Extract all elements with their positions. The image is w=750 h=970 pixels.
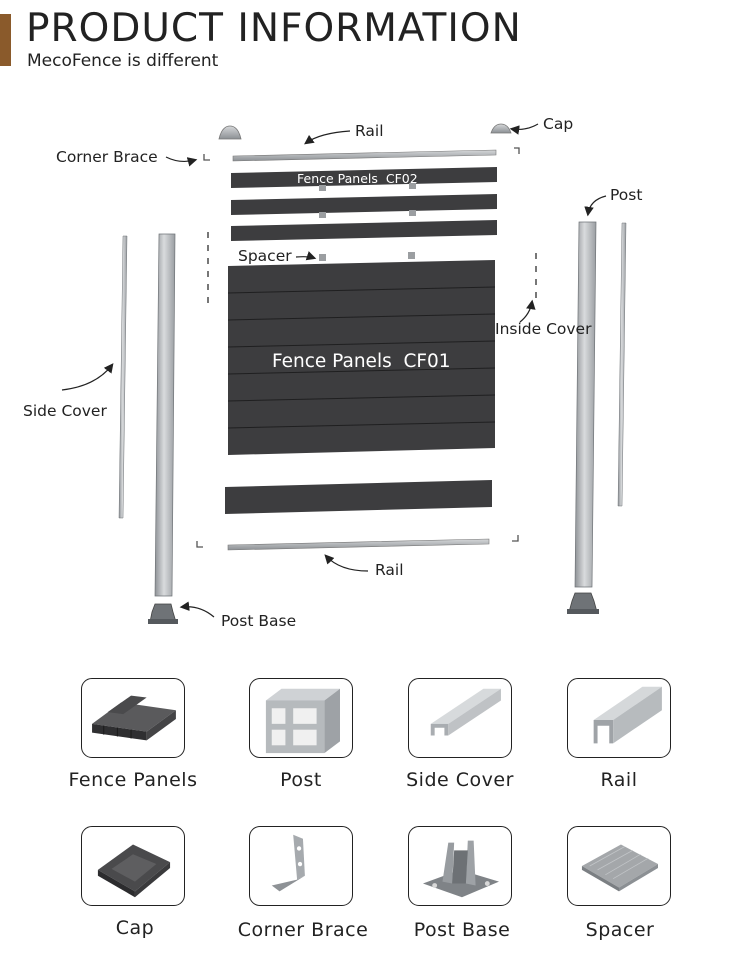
label-cap: Cap <box>543 115 573 133</box>
component-label-post-base: Post Base <box>413 919 511 941</box>
panel-cf01-groove <box>227 340 496 348</box>
spacer-block <box>319 185 326 191</box>
label-post-base: Post Base <box>221 612 296 630</box>
component-label-side-cover: Side Cover <box>406 769 514 791</box>
label-spacer: Spacer <box>238 247 292 265</box>
panel-cf02-2 <box>231 194 497 215</box>
spacer-block <box>319 212 326 218</box>
side-cover-left <box>118 235 128 519</box>
panel-cf01-groove <box>227 367 496 375</box>
post-profile-icon <box>249 678 353 758</box>
post-base-right-plate <box>567 609 599 614</box>
cap-left <box>218 125 242 140</box>
spacer-block <box>408 252 415 259</box>
arrow-inside-cover <box>519 299 536 323</box>
panel-cf01-groove <box>227 286 496 294</box>
corner-brace-bottom-left <box>196 541 203 548</box>
arrow-corner-brace <box>165 156 198 167</box>
label-inside-cover: Inside Cover <box>495 320 592 338</box>
label-corner-brace: Corner Brace <box>56 148 158 166</box>
arrow-rail-top <box>304 130 351 145</box>
page-subtitle: MecoFence is different <box>27 51 219 71</box>
corner-brace-top-left <box>203 154 210 161</box>
post-base-left-plate <box>148 619 178 624</box>
cap-icon <box>81 826 185 906</box>
component-label-cap: Cap <box>115 917 155 939</box>
component-label-corner-brace: Corner Brace <box>237 919 369 941</box>
label-post: Post <box>610 186 642 204</box>
post-base-icon <box>408 826 512 906</box>
component-label-spacer: Spacer <box>585 919 655 941</box>
page-title: PRODUCT INFORMATION <box>26 6 522 51</box>
arrow-spacer <box>295 251 317 261</box>
label-fence-panels-cf01: Fence Panels CF01 <box>272 351 451 372</box>
component-label-fence-panels: Fence Panels <box>68 769 198 791</box>
panel-cf02-1 <box>231 167 497 188</box>
corner-brace-icon <box>249 826 353 906</box>
panel-cf01-groove <box>227 421 496 429</box>
panel-cf02-3 <box>231 220 497 241</box>
corner-brace-bottom-right <box>512 535 519 542</box>
rail-top <box>232 149 497 162</box>
panel-cf01-bottom <box>225 480 492 514</box>
label-fence-panels-cf02: Fence Panels CF02 <box>297 171 418 186</box>
panel-cf01-groove <box>227 313 496 321</box>
side-cover-icon <box>408 678 512 758</box>
label-side-cover: Side Cover <box>23 402 107 420</box>
rail-icon <box>567 678 671 758</box>
rail-bottom <box>227 538 490 551</box>
spacer-block <box>409 210 416 216</box>
spacer-icon <box>567 826 671 906</box>
arrow-side-cover <box>61 363 114 391</box>
panel-cf01-groove <box>227 394 496 402</box>
post-right <box>574 221 597 588</box>
cap-right <box>490 123 512 134</box>
arrow-cap <box>509 123 539 135</box>
arrow-post-base <box>179 601 215 618</box>
arrow-post <box>584 195 607 217</box>
exploded-fence-diagram: Rail Cap Corner Brace Post Fence Panels … <box>23 115 642 630</box>
label-rail-top: Rail <box>355 122 384 140</box>
post-left <box>154 233 176 597</box>
header-accent-bar <box>0 14 11 66</box>
component-label-rail: Rail <box>600 769 638 791</box>
spacer-block <box>409 183 416 189</box>
label-rail-bottom: Rail <box>375 561 404 579</box>
fence-panel-icon <box>81 678 185 758</box>
corner-brace-top-right <box>514 147 520 154</box>
panel-cf01-block <box>228 260 495 455</box>
side-cover-right <box>617 222 627 507</box>
arrow-rail-bottom <box>324 554 369 572</box>
spacer-block <box>319 254 326 261</box>
component-label-post: Post <box>280 769 322 791</box>
